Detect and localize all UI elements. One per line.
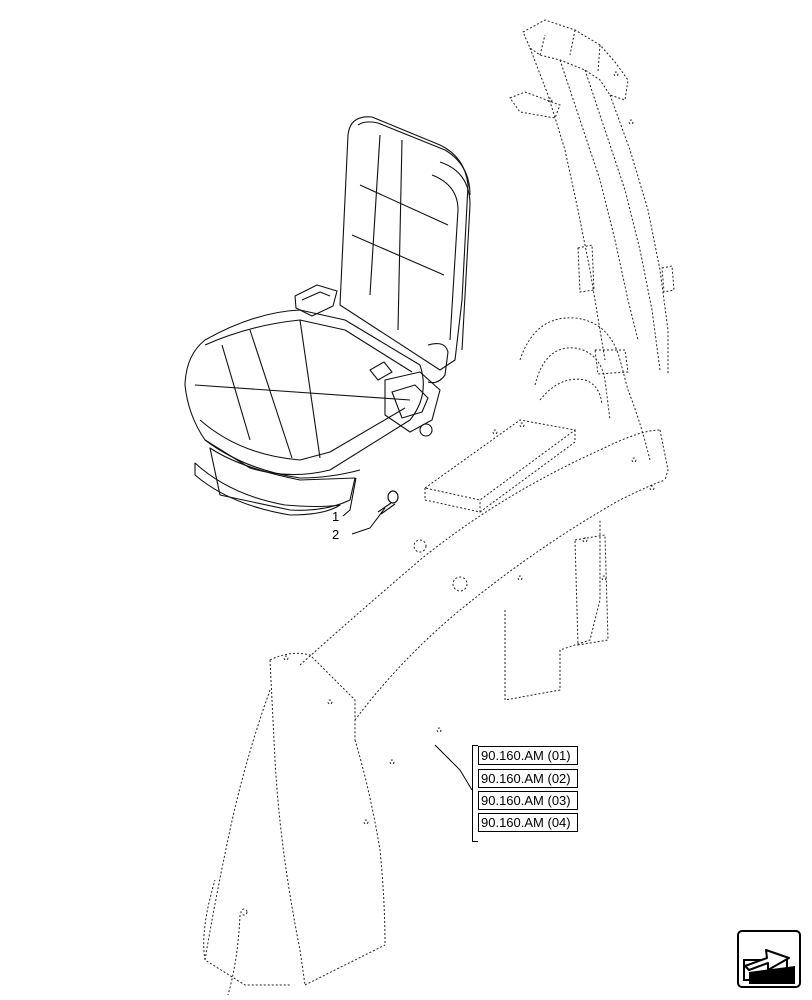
next-page-arrow-icon — [743, 949, 795, 984]
reference-link-01[interactable]: 90.160.AM (01) — [478, 746, 578, 765]
reference-link-02[interactable]: 90.160.AM (02) — [478, 769, 578, 788]
callout-2: 2 — [332, 527, 339, 542]
next-page-button[interactable] — [737, 930, 801, 988]
callout-leaders — [342, 477, 473, 791]
reference-link-03[interactable]: 90.160.AM (03) — [478, 791, 578, 810]
bolt-part-icon — [377, 490, 399, 515]
callout-1: 1 — [332, 509, 339, 524]
operator-seat — [184, 116, 471, 516]
reference-bracket — [472, 745, 478, 842]
fender-assembly — [203, 19, 675, 996]
reference-link-04[interactable]: 90.160.AM (04) — [478, 813, 578, 832]
